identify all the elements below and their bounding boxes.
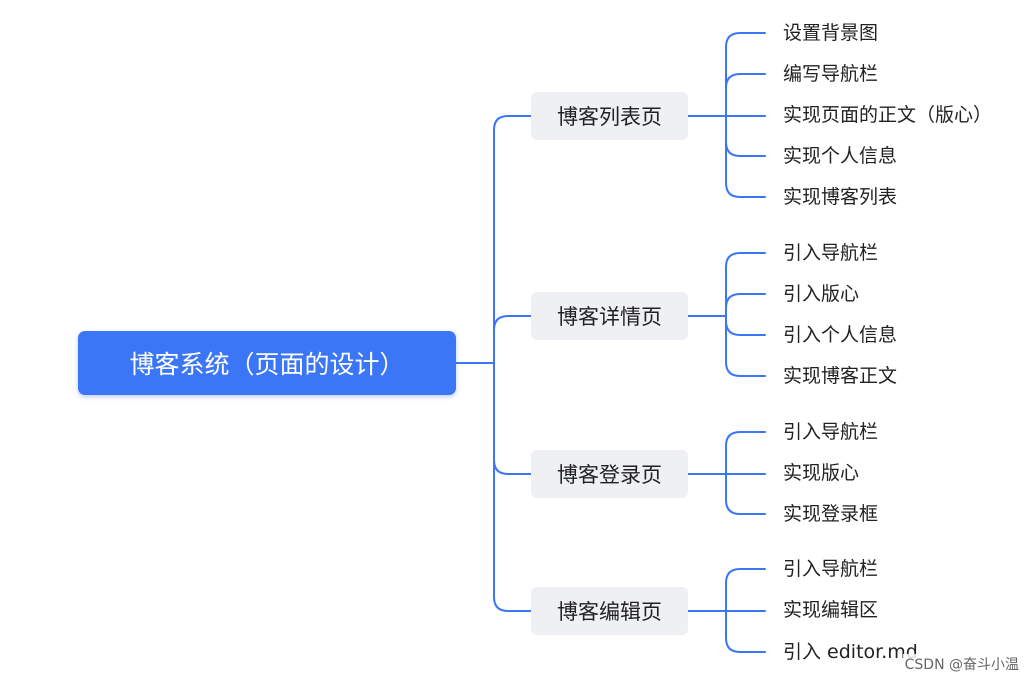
branch-label: 博客详情页 (557, 305, 662, 329)
root-node[interactable]: 博客系统（页面的设计） (78, 331, 456, 395)
branch-blog-editor[interactable]: 博客编辑页 (531, 587, 688, 635)
branch-label: 博客登录页 (557, 463, 662, 487)
leaf-node[interactable]: 实现版心 (783, 462, 860, 484)
branch-label: 博客编辑页 (557, 600, 662, 624)
leaf-connector (725, 315, 766, 377)
branch-blog-login[interactable]: 博客登录页 (531, 450, 688, 498)
leaf-connector (725, 315, 766, 336)
leaf-connector (725, 568, 766, 612)
leaf-node[interactable]: 引入版心 (783, 283, 860, 305)
branch-blog-list[interactable]: 博客列表页 (531, 92, 688, 140)
leaf-connector (725, 252, 766, 317)
branch-connector (493, 315, 532, 364)
leaf-node[interactable]: 编写导航栏 (783, 63, 879, 85)
branch-connector (493, 362, 532, 475)
leaf-node[interactable]: 实现页面的正文（版心） (783, 104, 993, 126)
leaf-node[interactable]: 实现个人信息 (783, 145, 898, 167)
leaf-connector (725, 32, 766, 117)
leaf-node[interactable]: 引入导航栏 (783, 421, 879, 443)
leaf-node[interactable]: 引入个人信息 (783, 324, 898, 346)
leaf-connector (725, 431, 766, 475)
leaf-node[interactable]: 引入导航栏 (783, 242, 879, 264)
branch-connector (493, 362, 532, 612)
leaf-connector (725, 115, 766, 198)
branch-label: 博客列表页 (557, 105, 662, 129)
branch-blog-detail[interactable]: 博客详情页 (531, 292, 688, 340)
watermark: CSDN @奋斗小温 (902, 654, 1021, 674)
leaf-node[interactable]: 实现博客列表 (783, 186, 898, 208)
leaf-connector (725, 73, 766, 117)
leaf-node[interactable]: 实现编辑区 (783, 599, 879, 621)
leaf-node[interactable]: 引入导航栏 (783, 558, 879, 580)
leaf-node[interactable]: 引入 editor.md (783, 641, 918, 663)
leaf-node[interactable]: 设置背景图 (783, 22, 879, 44)
leaf-node[interactable]: 实现登录框 (783, 503, 879, 525)
root-label: 博客系统（页面的设计） (129, 350, 405, 379)
leaf-connector (725, 115, 766, 157)
leaf-connector (725, 610, 766, 653)
leaf-node[interactable]: 实现博客正文 (783, 365, 898, 387)
branch-connector (493, 115, 532, 364)
leaf-connector (725, 293, 766, 317)
leaf-connector (725, 473, 766, 515)
